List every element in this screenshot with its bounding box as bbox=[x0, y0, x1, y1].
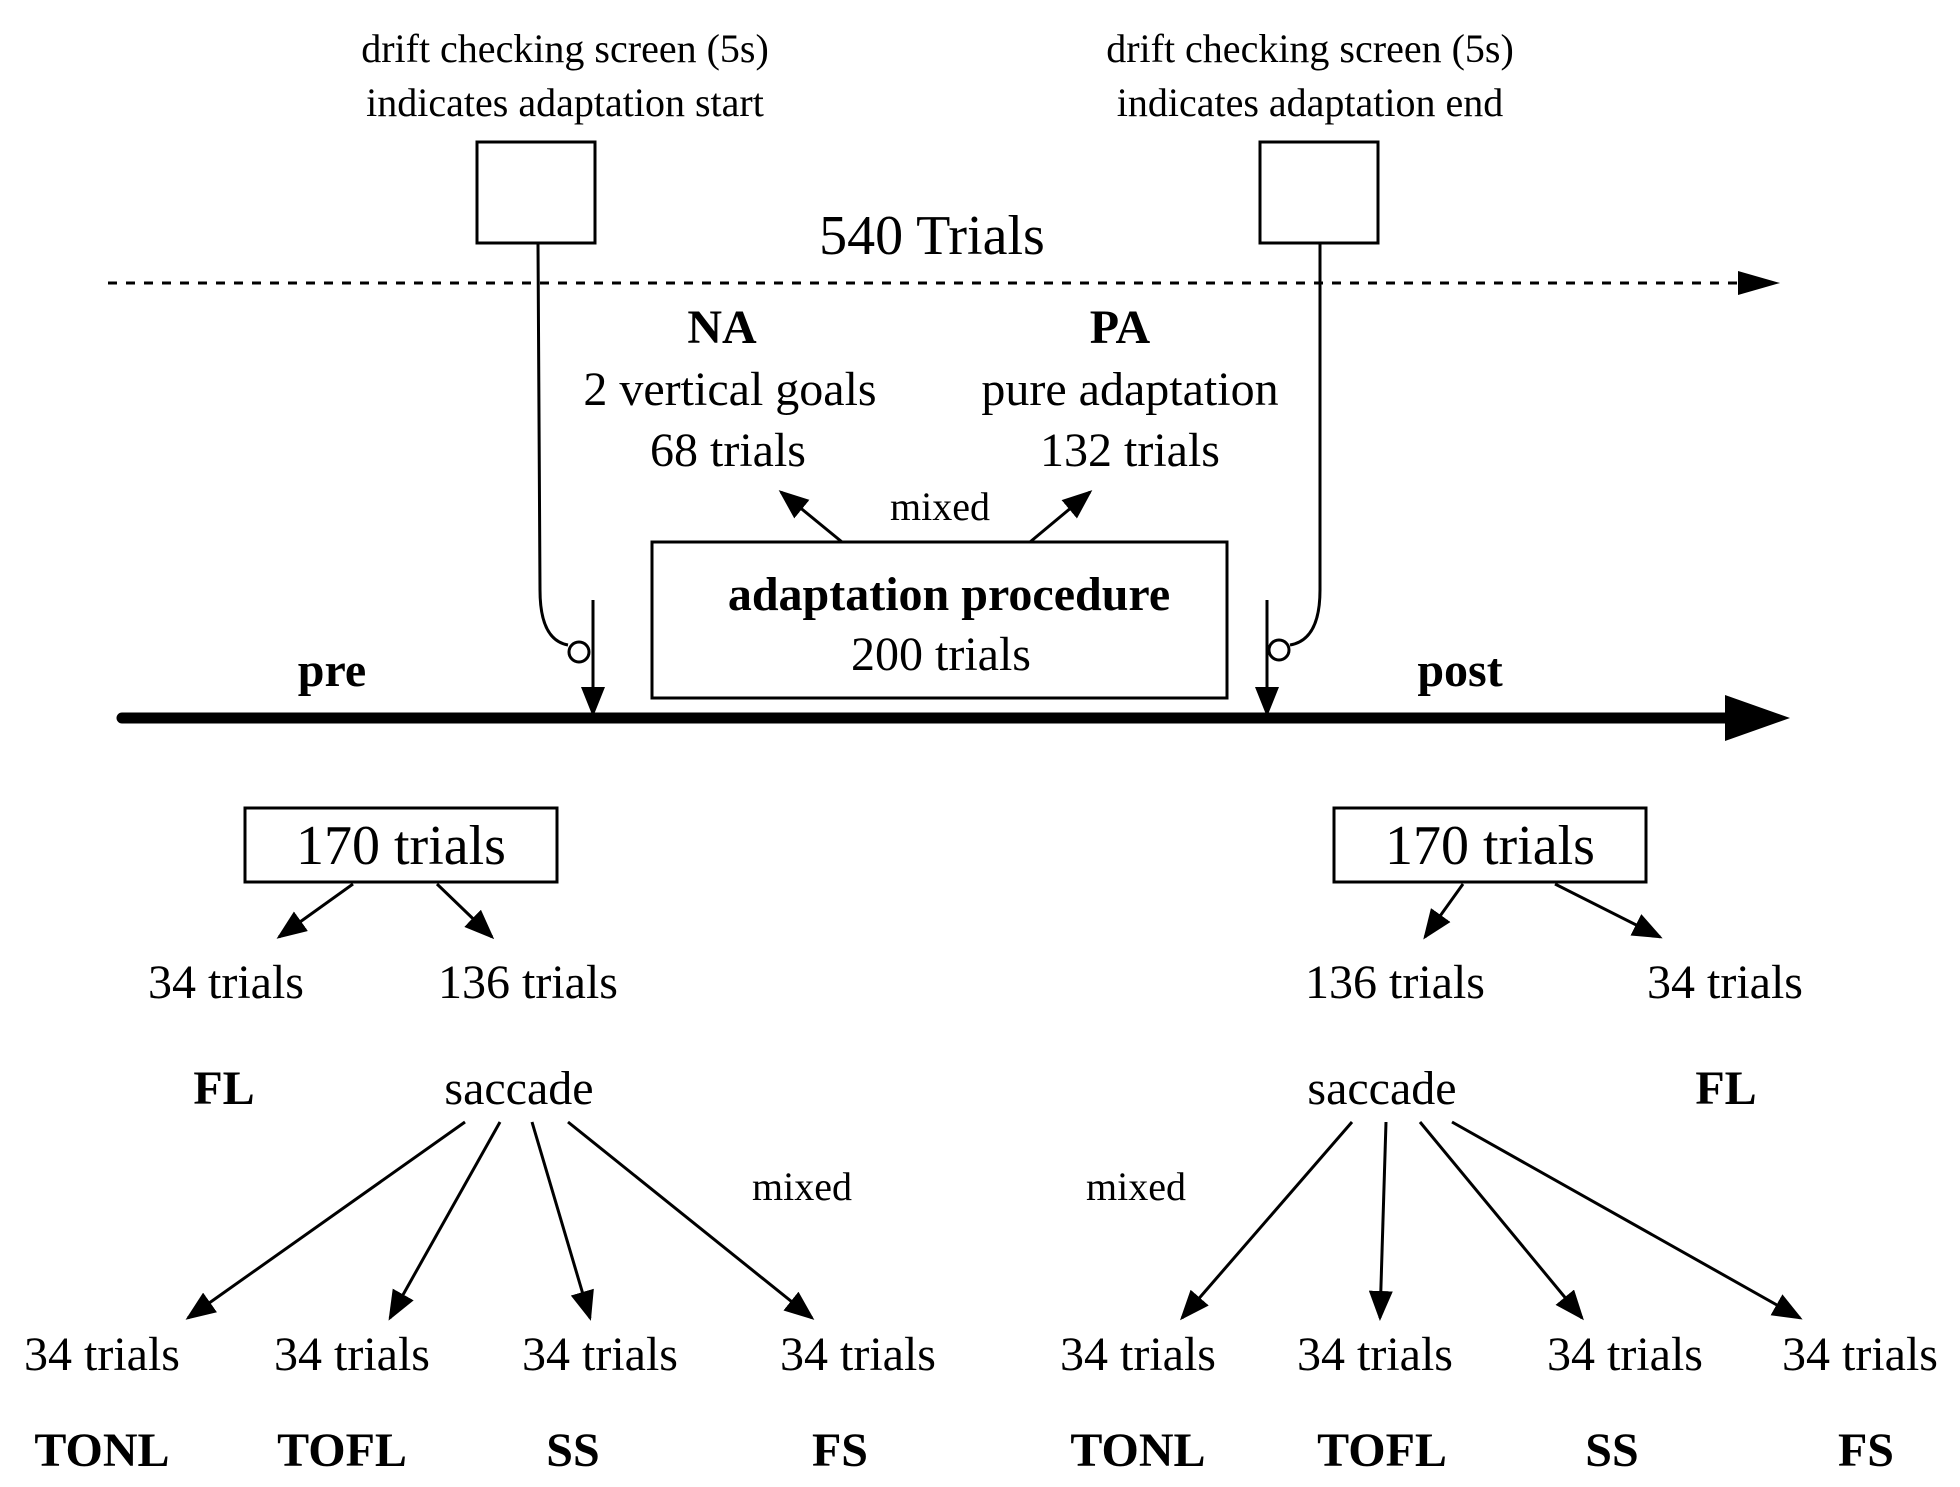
pre-ss-label: SS bbox=[546, 1424, 599, 1477]
pre-fs-trials: 34 trials bbox=[780, 1328, 936, 1381]
pre-arrow-fs bbox=[567, 1120, 815, 1320]
drift-start-connector bbox=[567, 640, 591, 664]
drift-end-screen-box bbox=[1258, 140, 1380, 245]
timeline-arrowhead bbox=[1725, 695, 1790, 741]
adaptation-mixed-label: mixed bbox=[890, 484, 990, 529]
pa-trials: 132 trials bbox=[1040, 424, 1220, 477]
na-label: NA bbox=[687, 301, 757, 354]
post-mixed-label: mixed bbox=[1086, 1164, 1186, 1209]
post-arrow-tonl bbox=[1180, 1121, 1354, 1321]
adaptation-procedure-trials: 200 trials bbox=[851, 628, 1031, 681]
post-arrow-tofl bbox=[1368, 1121, 1393, 1321]
post-tonl-trials: 34 trials bbox=[1060, 1328, 1216, 1381]
post-total-trials: 170 trials bbox=[1385, 815, 1595, 877]
pre-mixed-label: mixed bbox=[752, 1164, 852, 1209]
pre-arrow-right bbox=[435, 882, 495, 940]
pre-arrow-left bbox=[276, 882, 354, 939]
total-trials-label: 540 Trials bbox=[819, 205, 1045, 267]
arrow-to-na bbox=[778, 490, 843, 544]
post-arrow-left bbox=[1423, 883, 1465, 940]
drift-end-label-line1: drift checking screen (5s) bbox=[1106, 26, 1514, 71]
post-fs-trials: 34 trials bbox=[1782, 1328, 1938, 1381]
drift-start-cable bbox=[536, 242, 569, 647]
adaptation-procedure-title: adaptation procedure bbox=[728, 568, 1170, 621]
pre-fl-trials: 34 trials bbox=[148, 956, 304, 1009]
pre-arrow-tonl bbox=[185, 1120, 466, 1320]
pre-tonl-label: TONL bbox=[34, 1424, 169, 1477]
post-ss-label: SS bbox=[1585, 1424, 1638, 1477]
pre-arrow-tofl bbox=[388, 1121, 502, 1321]
pre-arrow-ss bbox=[530, 1121, 594, 1321]
pre-ss-trials: 34 trials bbox=[522, 1328, 678, 1381]
post-arrow-fs bbox=[1451, 1120, 1803, 1320]
pre-tonl-trials: 34 trials bbox=[24, 1328, 180, 1381]
post-tonl-label: TONL bbox=[1070, 1424, 1205, 1477]
drift-start-screen-box bbox=[475, 140, 597, 245]
post-label: post bbox=[1417, 644, 1502, 697]
pre-fs-label: FS bbox=[812, 1424, 868, 1477]
post-fl-trials: 34 trials bbox=[1647, 956, 1803, 1009]
post-fs-label: FS bbox=[1838, 1424, 1894, 1477]
pre-tofl-trials: 34 trials bbox=[274, 1328, 430, 1381]
post-total-box bbox=[1332, 806, 1648, 884]
pre-saccade-trials: 136 trials bbox=[438, 956, 618, 1009]
post-tofl-label: TOFL bbox=[1317, 1424, 1447, 1477]
post-saccade-trials: 136 trials bbox=[1305, 956, 1485, 1009]
pre-tofl-label: TOFL bbox=[277, 1424, 407, 1477]
drift-end-connector bbox=[1267, 638, 1291, 662]
pre-total-trials: 170 trials bbox=[296, 815, 506, 877]
drift-start-label-line2: indicates adaptation start bbox=[366, 80, 764, 125]
arrow-to-pa bbox=[1029, 490, 1093, 544]
pa-label: PA bbox=[1090, 301, 1151, 354]
pre-label: pre bbox=[298, 644, 366, 697]
post-arrow-right bbox=[1554, 882, 1663, 939]
drift-end-label-line2: indicates adaptation end bbox=[1117, 80, 1504, 125]
pre-fl-label: FL bbox=[193, 1062, 254, 1115]
na-description: 2 vertical goals bbox=[583, 363, 876, 416]
post-arrow-ss bbox=[1418, 1121, 1584, 1321]
post-fl-label: FL bbox=[1695, 1062, 1756, 1115]
total-trials-arrowhead bbox=[1738, 271, 1780, 295]
post-ss-trials: 34 trials bbox=[1547, 1328, 1703, 1381]
drift-end-cable bbox=[1289, 243, 1322, 647]
na-trials: 68 trials bbox=[650, 424, 806, 477]
pre-total-box bbox=[243, 806, 559, 884]
adaptation-procedure-box bbox=[650, 540, 1229, 700]
post-saccade-label: saccade bbox=[1307, 1062, 1456, 1115]
drift-start-label-line1: drift checking screen (5s) bbox=[361, 26, 769, 71]
post-tofl-trials: 34 trials bbox=[1297, 1328, 1453, 1381]
pa-description: pure adaptation bbox=[981, 363, 1278, 416]
pre-saccade-label: saccade bbox=[444, 1062, 593, 1115]
